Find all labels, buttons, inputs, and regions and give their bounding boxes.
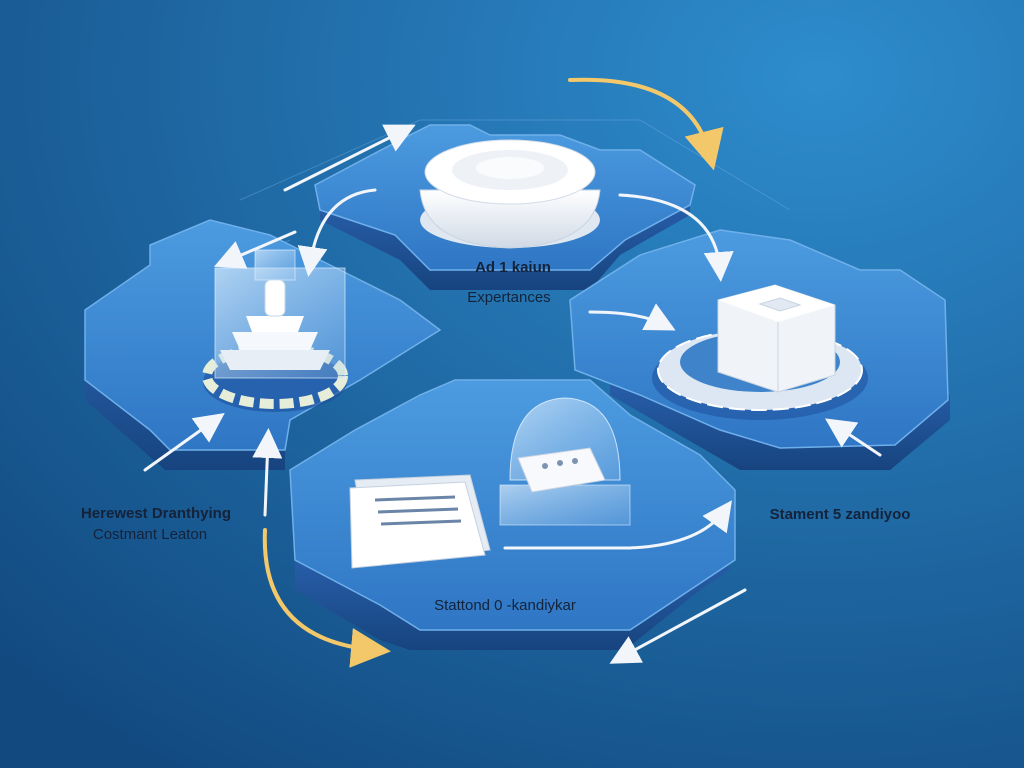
- arrow-white-right-up: [825, 418, 882, 457]
- arrow-white-left-in-1: [143, 413, 225, 472]
- arrow-white-bottom-out: [609, 588, 747, 664]
- node-top-label-line1: Ad 1 kaiun: [475, 259, 551, 276]
- arrow-white-top-right: [618, 193, 734, 282]
- flow-arrows: [143, 77, 882, 668]
- node-top-label-line2: Expertances: [467, 289, 550, 306]
- arrow-white-left-in-2: [252, 428, 283, 517]
- bowl-icon: [419, 139, 601, 249]
- node-left-label-line2: Costmant Leaton: [93, 526, 207, 543]
- gear-box-icon: [652, 284, 868, 420]
- node-right-label-line1: Stament 5 zandiyoo: [770, 506, 911, 523]
- node-left-label-line1: Herewest Dranthying: [81, 505, 231, 522]
- arrow-white-bottom-right: [503, 500, 732, 550]
- node-bottom: Stattond 0 -kandiykar: [289, 379, 736, 650]
- document-and-dome-icon: [349, 397, 631, 569]
- node-top: Ad 1 kaiun Expertances: [314, 124, 696, 306]
- arrow-white-top-left: [283, 124, 416, 192]
- arrow-white-right-in: [588, 303, 676, 331]
- layered-tower-icon: [214, 249, 346, 379]
- arrow-white-left-up: [297, 188, 377, 277]
- arrow-yellow-bottom-left: [262, 528, 391, 668]
- arrow-white-left-out: [213, 230, 297, 269]
- node-left: [84, 219, 442, 470]
- node-bottom-label-line1: Stattond 0 -kandiykar: [434, 597, 576, 614]
- arrow-yellow-top-right: [568, 77, 724, 171]
